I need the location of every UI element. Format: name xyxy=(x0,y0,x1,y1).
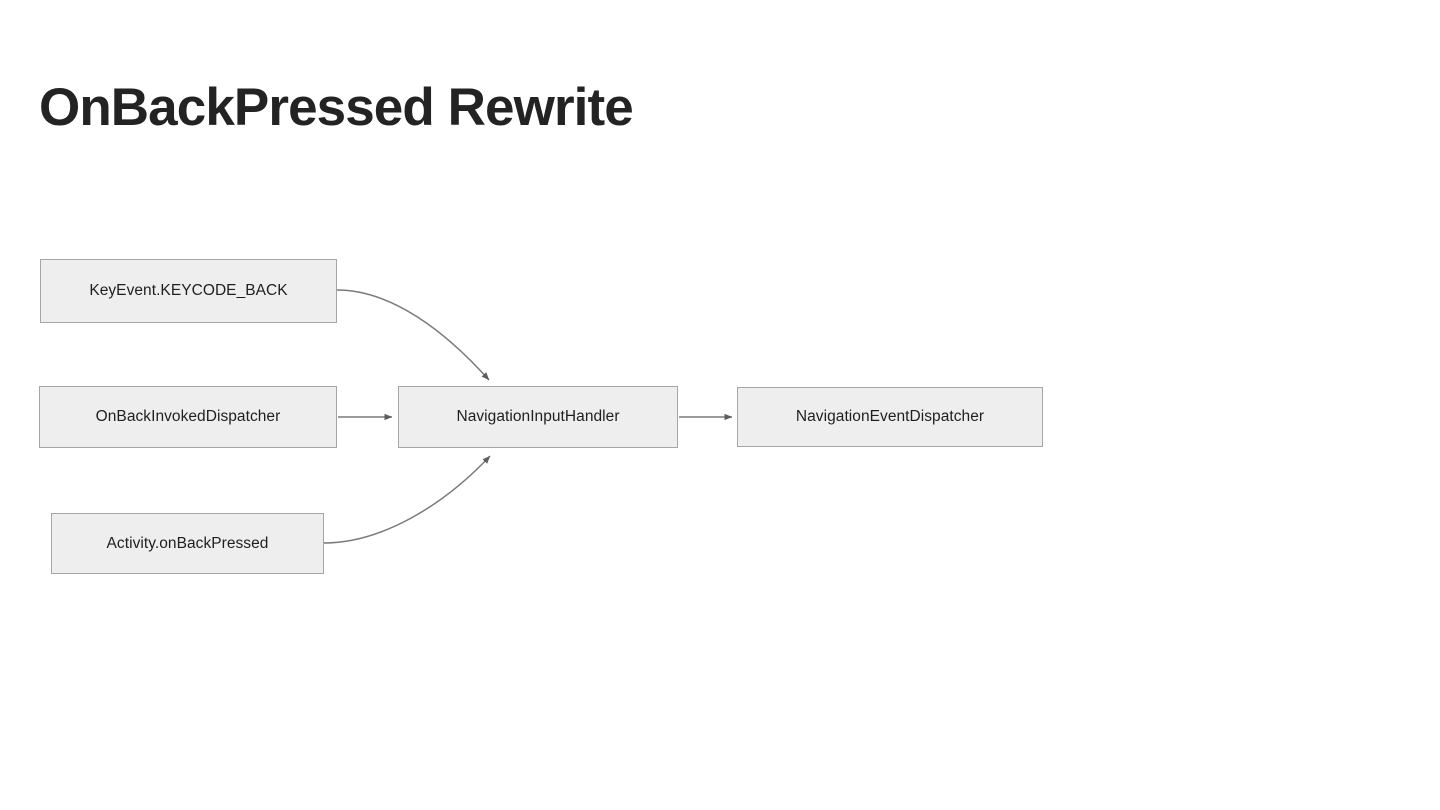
edge-activity-to-navinputhandler xyxy=(323,455,491,544)
node-activity-onbackpressed[interactable]: Activity.onBackPressed xyxy=(51,513,324,574)
node-onbackinvokeddispatcher[interactable]: OnBackInvokedDispatcher xyxy=(39,386,337,448)
node-navigationinputhandler[interactable]: NavigationInputHandler xyxy=(398,386,678,448)
page-title: OnBackPressed Rewrite xyxy=(39,78,634,137)
node-label: Activity.onBackPressed xyxy=(106,534,269,552)
node-keyevent-keycode-back[interactable]: KeyEvent.KEYCODE_BACK xyxy=(40,259,337,323)
node-label: NavigationEventDispatcher xyxy=(795,408,985,425)
node-navigationeventdispatcher[interactable]: NavigationEventDispatcher xyxy=(737,387,1043,447)
node-label: NavigationInputHandler xyxy=(456,408,620,425)
node-label: OnBackInvokedDispatcher xyxy=(95,408,281,425)
edge-keyevent-to-navinputhandler xyxy=(336,289,490,381)
node-label: KeyEvent.KEYCODE_BACK xyxy=(89,282,288,299)
